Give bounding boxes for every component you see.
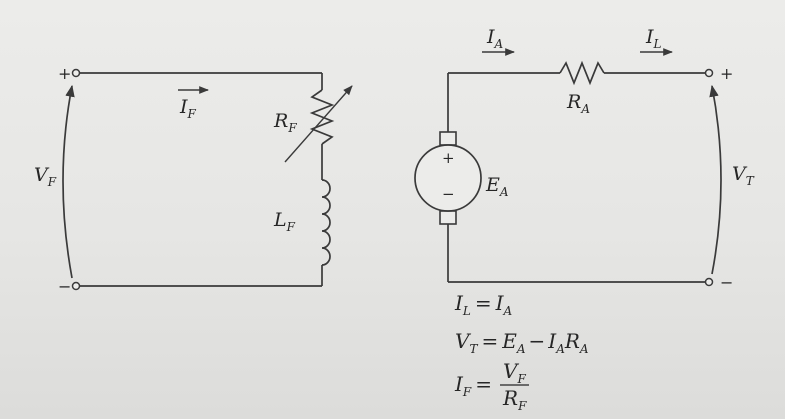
generator-plus-sign: + — [442, 149, 455, 167]
generator-minus-sign: − — [442, 185, 455, 203]
armature-resistor-ra — [559, 60, 605, 86]
load-terminal-bottom — [704, 277, 714, 287]
field-resistor-rf — [309, 89, 335, 145]
field-inductor-lf — [321, 179, 331, 266]
load-minus-sign: − — [720, 273, 733, 292]
field-circuit: + − VF IF RF LF — [34, 64, 353, 296]
field-terminal-bottom — [71, 281, 81, 291]
armature-generator-circle — [414, 144, 482, 212]
internal-voltage-label: EA — [485, 174, 509, 199]
equation-load-current: IL=IA — [454, 291, 513, 318]
armature-brush-top — [439, 131, 457, 146]
field-inductance-label: LF — [273, 209, 296, 234]
equation-field-current-numerator: VF — [503, 359, 526, 386]
load-plus-sign: + — [720, 64, 733, 83]
field-minus-sign: − — [58, 277, 71, 296]
load-terminal-top — [704, 68, 714, 78]
field-terminal-top — [71, 68, 81, 78]
field-voltage-label: VF — [34, 164, 57, 189]
field-resistance-label: RF — [273, 110, 297, 135]
armature-circuit: + − + − IA IL RA EA VT — [414, 26, 755, 292]
load-current-label: IL — [645, 26, 662, 51]
equation-field-current-lhs: IF= — [454, 372, 492, 399]
armature-resistance-label: RA — [566, 91, 590, 116]
equation-field-current-denominator: RF — [502, 386, 527, 413]
field-plus-sign: + — [58, 64, 71, 83]
equation-terminal-voltage: VT=EA−IARA — [455, 329, 589, 356]
terminal-voltage-arrow — [709, 84, 722, 275]
field-current-label: IF — [179, 96, 197, 121]
field-voltage-arrow — [62, 84, 75, 279]
armature-current-label: IA — [486, 26, 504, 51]
terminal-voltage-label: VT — [732, 163, 755, 188]
equations: IL=IA VT=EA−IARA IF= VF RF — [454, 291, 589, 413]
armature-brush-bottom — [439, 210, 457, 225]
variable-resistor-arrow — [284, 85, 353, 163]
